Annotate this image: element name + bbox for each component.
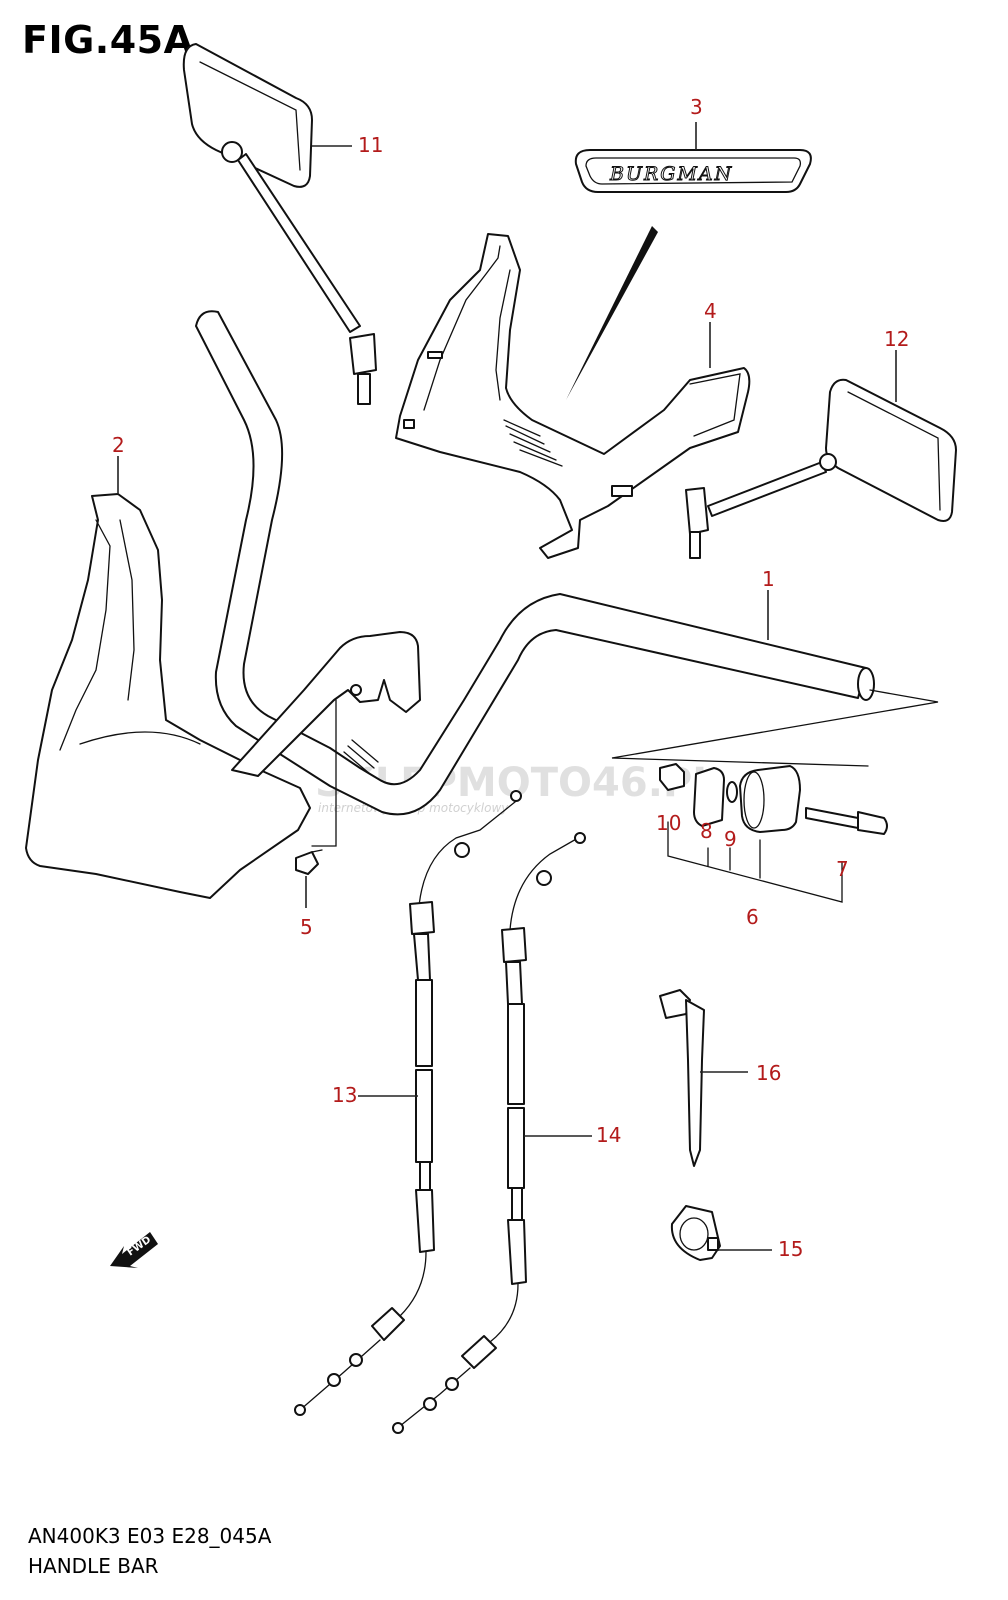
handle-cover-rear: [25, 493, 311, 899]
callout-8: 8: [700, 819, 713, 843]
callout-15: 15: [778, 1237, 803, 1261]
callout-10: 10: [656, 811, 681, 835]
clip-part-5: [295, 849, 323, 875]
callout-9: 9: [724, 827, 737, 851]
callout-3: 3: [690, 95, 703, 119]
callout-12: 12: [884, 327, 909, 351]
callout-1: 1: [762, 567, 775, 591]
throttle-cable-14: [392, 832, 586, 1434]
callout-2: 2: [112, 433, 125, 457]
model-code: AN400K3 E03 E28_045A: [28, 1524, 272, 1548]
callout-6: 6: [746, 905, 759, 929]
figure-title: FIG.45A: [22, 18, 194, 62]
callout-7: 7: [836, 857, 849, 881]
handlebar-clamp: [231, 631, 421, 847]
tie-strap-16: [659, 989, 705, 1167]
right-mirror: [685, 378, 957, 559]
cable-clamp-15: [670, 1205, 721, 1261]
burgman-emblem: BURGMAN: [574, 149, 812, 193]
emblem-pointer: [566, 226, 658, 400]
callout-16: 16: [756, 1061, 781, 1085]
left-mirror: [182, 43, 377, 405]
callout-5: 5: [300, 915, 313, 939]
assembly-guide-line: [611, 689, 939, 767]
figure-caption: HANDLE BAR: [28, 1554, 159, 1578]
callout-13: 13: [332, 1083, 357, 1107]
callout-11: 11: [358, 133, 383, 157]
throttle-cable-13: [294, 790, 522, 1416]
handlebar: [195, 310, 875, 816]
callout-14: 14: [596, 1123, 621, 1147]
emblem-text: BURGMAN: [609, 163, 733, 185]
handle-cover-front: [395, 233, 751, 559]
callout-4: 4: [704, 299, 717, 323]
group-bracket-6: [667, 821, 843, 903]
forward-arrow: FWD: [110, 1232, 158, 1268]
bar-end-parts: [659, 763, 888, 835]
